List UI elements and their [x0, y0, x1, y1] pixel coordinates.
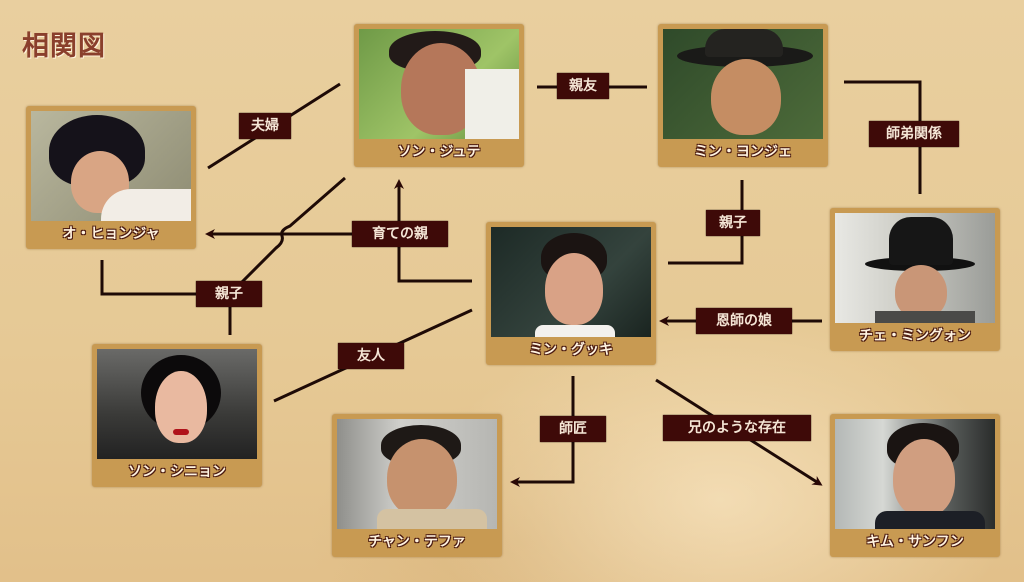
- relation-label-parent-child-min: 親子: [706, 210, 760, 236]
- line-parent-child-min: [668, 180, 744, 265]
- relation-label-big-brother: 兄のような存在: [663, 415, 811, 441]
- line-parent-child-bracket: [100, 260, 196, 296]
- character-card-chan-tefa[interactable]: チャン・テファ: [332, 414, 502, 557]
- portrait-image: [663, 29, 823, 139]
- line-foster-parent-up: [394, 179, 472, 283]
- character-name: ソン・ジュテ: [397, 144, 481, 160]
- relation-label-foster-parent: 育ての親: [352, 221, 448, 247]
- character-card-oh-hyunja[interactable]: オ・ヒョンジャ: [26, 106, 196, 249]
- portrait-image: [31, 111, 191, 221]
- portrait-image: [97, 349, 257, 459]
- character-card-min-yongje[interactable]: ミン・ヨンジェ: [658, 24, 828, 167]
- portrait-image: [491, 227, 651, 337]
- portrait-image: [337, 419, 497, 529]
- relation-label-mentors-daughter: 恩師の娘: [696, 308, 792, 334]
- page-title: 相関図: [22, 31, 106, 62]
- portrait-image: [835, 213, 995, 323]
- character-card-son-sinyon[interactable]: ソン・シニョン: [92, 344, 262, 487]
- line-mentor-pupil: [844, 80, 922, 194]
- character-card-kim-sanfun[interactable]: キム・サンフン: [830, 414, 1000, 557]
- relation-label-spouses: 夫婦: [239, 113, 291, 139]
- character-name: ミン・グッキ: [529, 342, 613, 358]
- character-name: キム・サンフン: [866, 534, 964, 550]
- portrait-image: [359, 29, 519, 139]
- character-name: オ・ヒョンジャ: [62, 226, 160, 242]
- character-card-min-gukki[interactable]: ミン・グッキ: [486, 222, 656, 365]
- relation-label-master: 師匠: [540, 416, 606, 442]
- line-parent-child-diagonal: [230, 176, 346, 294]
- character-name: ソン・シニョン: [128, 464, 226, 480]
- character-name: チャン・テファ: [368, 534, 466, 550]
- character-card-son-jute[interactable]: ソン・ジュテ: [354, 24, 524, 167]
- line-master: [510, 376, 575, 487]
- portrait-image: [835, 419, 995, 529]
- relation-label-best-friends: 親友: [557, 73, 609, 99]
- character-card-choi-mingwon[interactable]: チェ・ミングォン: [830, 208, 1000, 351]
- character-name: チェ・ミングォン: [859, 328, 971, 344]
- relation-label-parent-child: 親子: [196, 281, 262, 307]
- relation-label-mentor-pupil: 師弟関係: [869, 121, 959, 147]
- character-name: ミン・ヨンジェ: [694, 144, 792, 160]
- relation-label-friends: 友人: [338, 343, 404, 369]
